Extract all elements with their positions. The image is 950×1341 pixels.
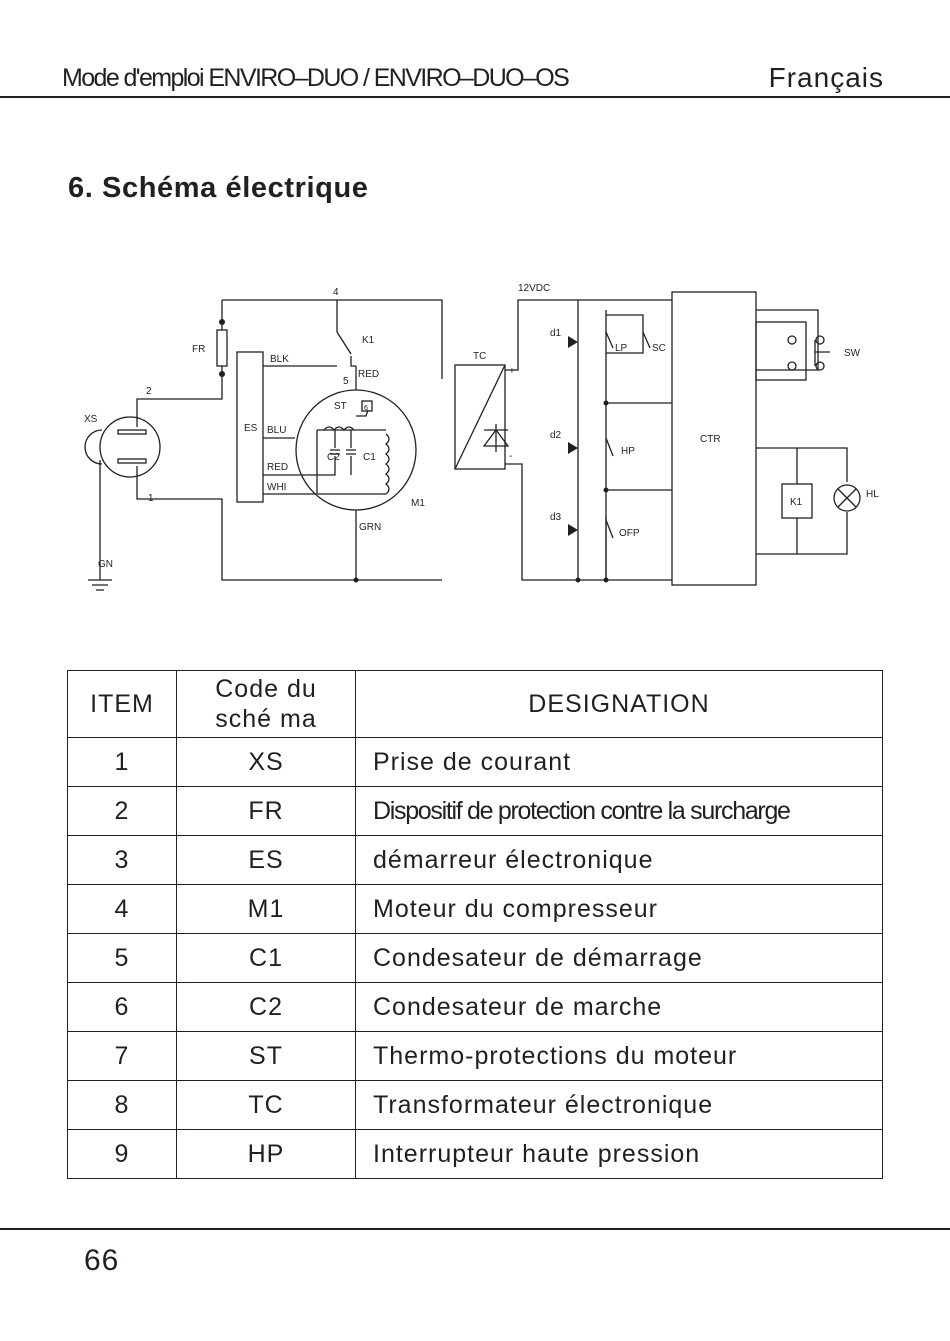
electrical-schematic: 4 K1 FR BLK 5 RED TC + - 2 ST 6 XS ES BL…	[84, 283, 879, 591]
row-designation: Thermo-protections du moteur	[355, 1031, 883, 1081]
table-row: 4 M1 Moteur du compresseur	[67, 884, 883, 934]
row-designation: Prise de courant	[355, 737, 883, 787]
schematic-label: 2	[146, 386, 152, 397]
table-row: 9 HP Interrupteur haute pression	[67, 1129, 883, 1179]
row-code: C2	[176, 982, 356, 1032]
footer-rule	[0, 1228, 950, 1230]
table-row: 2 FR Dispositif de protection contre la …	[67, 786, 883, 836]
schematic-label: C1	[363, 452, 376, 463]
schematic-label: 12VDC	[518, 283, 550, 294]
header-item: ITEM	[67, 670, 177, 738]
schematic-label: d3	[550, 512, 562, 523]
schematic-label: ES	[244, 423, 258, 434]
row-item: 3	[67, 835, 177, 885]
schematic-label: ST	[334, 401, 347, 412]
row-item: 4	[67, 884, 177, 934]
schematic-label: 4	[333, 287, 339, 298]
table-row: 6 C2 Condesateur de marche	[67, 982, 883, 1032]
table-header-row: ITEM Code du sché ma DESIGNATION	[67, 670, 883, 738]
header-code: Code du sché ma	[176, 670, 356, 738]
header-rule	[0, 96, 950, 98]
components-table: ITEM Code du sché ma DESIGNATION 1 XS Pr…	[67, 670, 883, 1179]
schematic-label: HL	[866, 489, 879, 500]
row-designation: démarreur électronique	[355, 835, 883, 885]
row-designation: Transformateur électronique	[355, 1080, 883, 1130]
header-code-line2: sché ma	[215, 705, 317, 733]
row-designation: Condesateur de démarrage	[355, 933, 883, 983]
schematic-label: C2	[327, 452, 340, 463]
schematic-label: BLK	[270, 354, 289, 365]
row-item: 2	[67, 786, 177, 836]
row-item: 1	[67, 737, 177, 787]
section-title: 6. Schéma électrique	[68, 172, 369, 204]
row-designation: Moteur du compresseur	[355, 884, 883, 934]
row-item: 6	[67, 982, 177, 1032]
schematic-label: FR	[192, 344, 205, 355]
schematic-label: SC	[652, 343, 666, 354]
table-row: 5 C1 Condesateur de démarrage	[67, 933, 883, 983]
row-item: 5	[67, 933, 177, 983]
row-code: XS	[176, 737, 356, 787]
schematic-label: K1	[790, 497, 803, 508]
row-designation: Condesateur de marche	[355, 982, 883, 1032]
schematic-label: M1	[411, 498, 425, 509]
schematic-label: GN	[98, 559, 113, 570]
schematic-label: XS	[84, 414, 98, 425]
schematic-label: +	[509, 366, 515, 377]
row-item: 9	[67, 1129, 177, 1179]
page-number: 66	[84, 1244, 120, 1277]
table-row: 1 XS Prise de courant	[67, 737, 883, 787]
row-code: M1	[176, 884, 356, 934]
schematic-label: K1	[362, 335, 375, 346]
schematic-label: -	[509, 451, 512, 462]
schematic-label: TC	[473, 351, 486, 362]
schematic-label: RED	[267, 462, 288, 473]
schematic-label: SW	[844, 348, 861, 359]
schematic-label: RED	[358, 369, 379, 380]
row-code: HP	[176, 1129, 356, 1179]
language-label: Français	[768, 62, 884, 93]
schematic-label: HP	[621, 446, 635, 457]
row-code: C1	[176, 933, 356, 983]
row-item: 7	[67, 1031, 177, 1081]
row-item: 8	[67, 1080, 177, 1130]
header-designation: DESIGNATION	[355, 670, 883, 738]
table-row: 3 ES démarreur électronique	[67, 835, 883, 885]
row-designation: Interrupteur haute pression	[355, 1129, 883, 1179]
schematic-label: OFP	[619, 528, 640, 539]
header-code-line1: Code du	[215, 675, 317, 703]
schematic-label: 6	[364, 405, 368, 412]
schematic-label: d2	[550, 430, 562, 441]
manual-title: Mode d'emploi ENVIRO–DUO / ENVIRO–DUO–OS	[62, 64, 570, 92]
schematic-label: 5	[343, 376, 349, 387]
row-designation: Dispositif de protection contre la surch…	[355, 786, 883, 836]
row-code: FR	[176, 786, 356, 836]
row-code: TC	[176, 1080, 356, 1130]
schematic-label: 1	[148, 493, 154, 504]
schematic-label: GRN	[359, 522, 381, 533]
table-row: 8 TC Transformateur électronique	[67, 1080, 883, 1130]
row-code: ST	[176, 1031, 356, 1081]
schematic-label: CTR	[700, 434, 721, 445]
schematic-label: d1	[550, 328, 562, 339]
table-row: 7 ST Thermo-protections du moteur	[67, 1031, 883, 1081]
schematic-label: BLU	[267, 425, 286, 436]
schematic-label: WHI	[267, 482, 286, 493]
schematic-label: LP	[615, 343, 628, 354]
row-code: ES	[176, 835, 356, 885]
